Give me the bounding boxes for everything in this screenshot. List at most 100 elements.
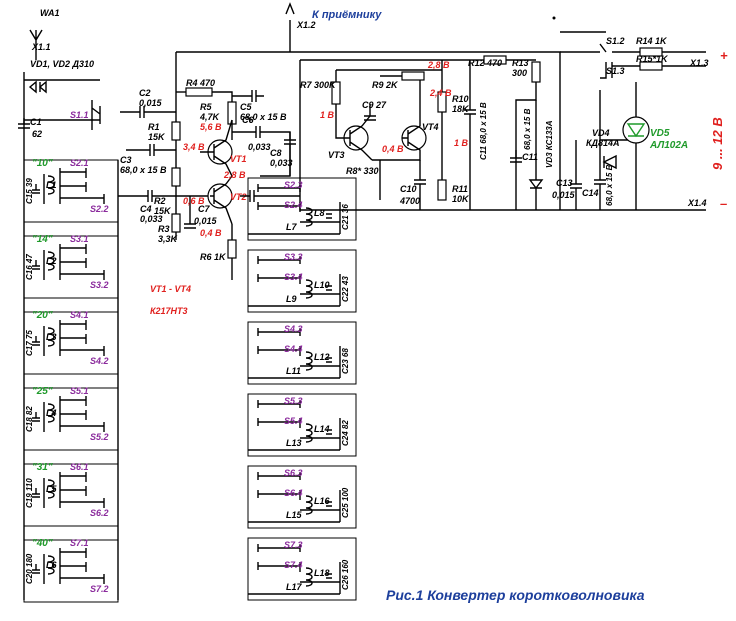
antenna-label: WA1 (40, 8, 60, 18)
osc-coil2-label: L14 (314, 424, 330, 434)
osc-wiring (248, 400, 341, 451)
osc-coil1-label: L9 (286, 294, 297, 304)
band-switch2-label: S2.2 (90, 204, 109, 214)
r1-value: 15K (148, 132, 166, 142)
c2-label: C2 (139, 88, 151, 98)
c2-value: 0,015 (139, 98, 163, 108)
v04b-label: 0,4 B (382, 144, 404, 154)
band-switch1-label: S2.1 (70, 158, 89, 168)
vd5-value: АЛ102А (649, 140, 688, 151)
v56-label: 5,6 B (200, 122, 222, 132)
osc-wiring (248, 256, 341, 307)
band-cap-label: C17 75 (25, 330, 34, 356)
r8-label: R8* 330 (346, 166, 379, 176)
r7-label: R7 300K (300, 80, 337, 90)
osc-cap-label: C24 82 (341, 420, 350, 446)
coil-icon (305, 567, 313, 587)
r2-value: 15K (154, 206, 172, 216)
osc-switch2-label: S5.4 (284, 416, 303, 426)
c14-label: C14 (582, 188, 599, 198)
osc-wiring (248, 328, 341, 379)
trim-cap-icon (32, 564, 40, 574)
v04a-label: 0,4 B (200, 228, 222, 238)
osc-switch1-label: S7.3 (284, 540, 303, 550)
r11-label: R11 (452, 184, 468, 194)
c11b-label: C11 (522, 152, 538, 162)
osc-coil2-label: L16 (314, 496, 331, 506)
band-wiring (43, 548, 105, 584)
band-name-label: "31" (32, 462, 53, 473)
coil-icon (47, 251, 55, 271)
band-switch2-label: S3.2 (90, 280, 109, 290)
minus-sign: – (720, 196, 727, 211)
osc-wiring (248, 472, 341, 523)
osc-coil1-label: L15 (286, 510, 303, 520)
osc-frame (247, 465, 357, 529)
c11b-value: 68,0 x 15 B (523, 108, 532, 150)
c8-value: 0,033 (270, 158, 293, 168)
v28b-label: 2,8 B (427, 60, 450, 70)
cap-icon (326, 357, 332, 363)
band-cap-label: C16 47 (25, 254, 34, 280)
c7-value: 0,015 (194, 216, 218, 226)
r5-value: 4,7K (199, 112, 221, 122)
band-wiring (43, 396, 105, 432)
r3-value: 3,3K (158, 234, 179, 244)
r2-resistor (171, 167, 181, 187)
band-name-label: "10" (32, 158, 53, 169)
r10-label: R10 (452, 94, 469, 104)
osc-coil2-label: L12 (314, 352, 330, 362)
s11-label: S1.1 (70, 110, 89, 120)
r12-label: R12 470 (468, 58, 502, 68)
coil-icon (47, 479, 55, 499)
osc-switch2-label: S7.4 (284, 560, 303, 570)
vt4-label: VT4 (422, 122, 439, 132)
x14-label: X1.4 (687, 198, 707, 208)
coil-icon (305, 351, 313, 371)
vd4-label: VD4 (592, 128, 610, 138)
band-switch1-label: S5.1 (70, 386, 89, 396)
r9-resistor (401, 71, 425, 81)
vd5-led (622, 116, 650, 144)
osc-switch2-label: S3.4 (284, 272, 303, 282)
trim-cap-icon (32, 336, 40, 346)
r11-resistor (437, 179, 447, 201)
osc-switch2-label: S2.4 (284, 200, 303, 210)
osc-coil1-label: L11 (286, 366, 301, 376)
trim-cap-icon (32, 488, 40, 498)
to-receiver-label: К приёмнику (312, 9, 382, 21)
s13-label: S1.3 (606, 66, 625, 76)
osc-cap-label: C22 43 (341, 276, 350, 302)
cap-icon (326, 429, 332, 435)
r1-label: R1 (148, 122, 160, 132)
band-name-label: "14" (32, 234, 53, 245)
chip-label-2: К217НТ3 (150, 306, 188, 316)
osc-cap-label: C25 100 (341, 487, 350, 518)
osc-coil2-label: L18 (314, 568, 330, 578)
cap-icon (326, 573, 332, 579)
coil-icon (47, 175, 55, 195)
osc-coil1-label: L13 (286, 438, 302, 448)
vd1vd2-label: VD1, VD2 Д310 (30, 59, 94, 69)
x12-label: X1.2 (296, 20, 316, 30)
band-coil-label: L4 (46, 408, 57, 418)
v06-label: 0,6 B (183, 196, 205, 206)
c3-value: 68,0 x 15 B (120, 165, 167, 175)
v28a-label: 2,8 B (223, 170, 246, 180)
r13-label: R13 (512, 58, 529, 68)
figure-caption: Рис.1 Конвертер коротковолновика (386, 587, 645, 603)
band-switch2-label: S4.2 (90, 356, 109, 366)
c13-label: C13 (556, 178, 573, 188)
